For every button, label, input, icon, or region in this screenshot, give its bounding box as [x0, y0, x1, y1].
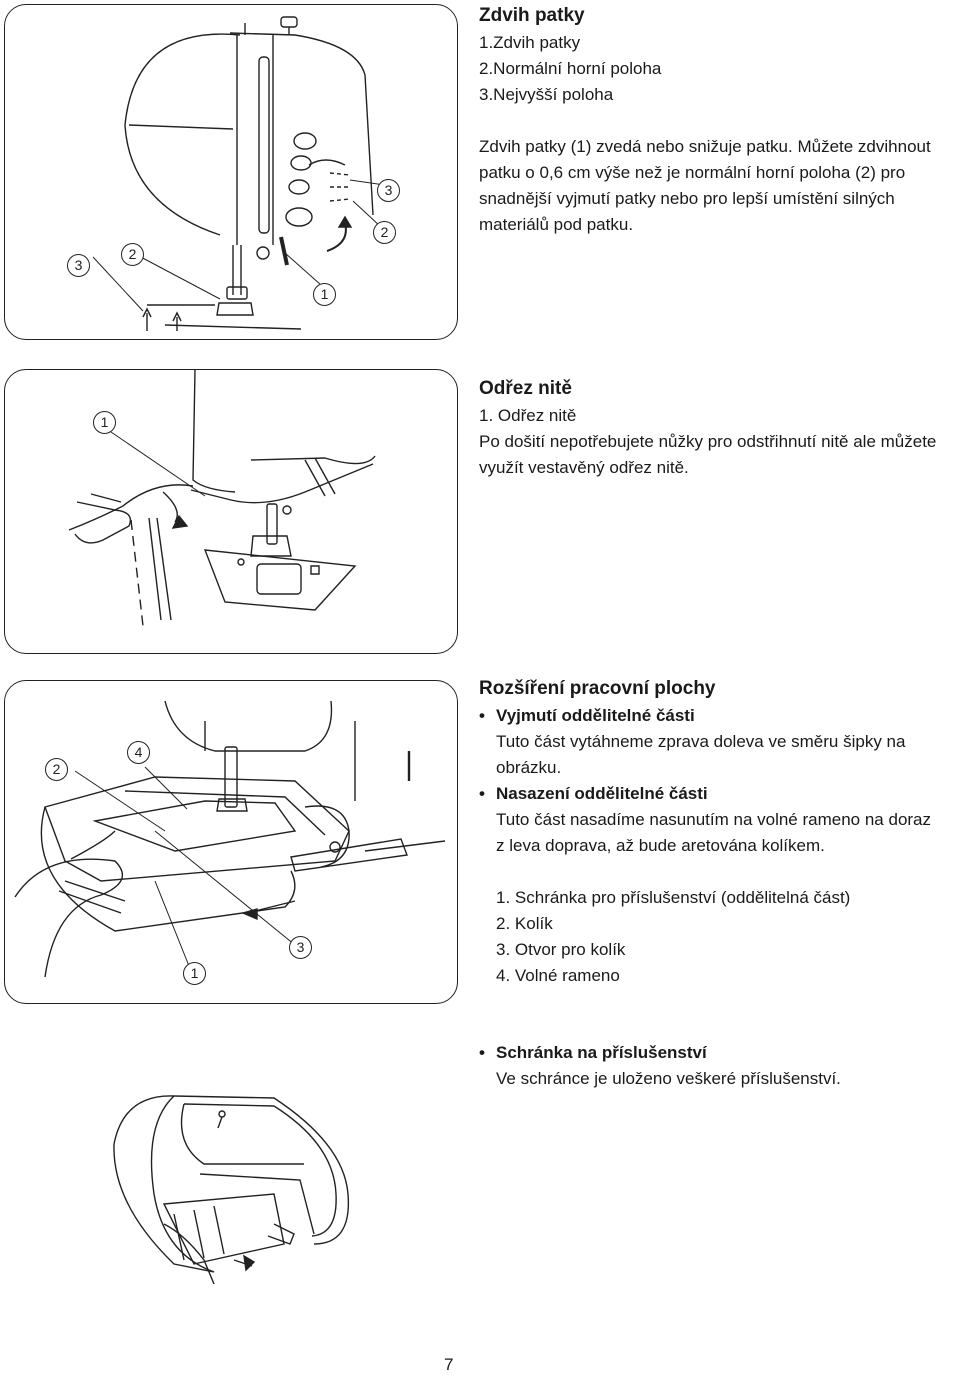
remove-subtitle: Vyjmutí oddělitelné části [479, 703, 931, 729]
callout-1: 1 [183, 962, 206, 985]
callout-2-left: 2 [121, 243, 144, 266]
figure-presser-foot-lifter: 3 2 1 3 2 [4, 4, 458, 340]
work-area-section: Rozšíření pracovní plochy Vyjmutí odděli… [479, 675, 931, 989]
attach-subtitle: Nasazení oddělitelné části [479, 781, 931, 807]
section-title: Odřez nitě [479, 378, 572, 399]
figure-work-area: 2 4 3 1 [4, 680, 458, 1004]
callout-2-right: 2 [373, 221, 396, 244]
paragraph-line: využít vestavěný odřez nitě. [479, 458, 689, 477]
callout-4: 4 [127, 741, 150, 764]
section-title: Rozšíření pracovní plochy [479, 678, 716, 699]
presser-foot-drawing [5, 5, 457, 339]
figure-thread-cutter: 1 [4, 369, 458, 654]
thread-cutter-drawing [5, 370, 457, 653]
paragraph-line: Tuto část vytáhneme zprava doleva ve smě… [496, 732, 906, 751]
work-area-drawing [5, 681, 457, 1003]
paragraph-line: materiálů pod patku. [479, 215, 634, 234]
callout-3: 3 [289, 936, 312, 959]
page-number: 7 [444, 1355, 454, 1374]
callout-1: 1 [313, 283, 336, 306]
paragraph-line: z leva doprava, až bude aretována kolíke… [496, 836, 825, 855]
paragraph-line: Tuto část nasadíme nasunutím na volné ra… [496, 810, 932, 829]
paragraph-line: Zdvih patky (1) zvedá nebo snižuje patku… [479, 137, 931, 156]
callout-3-left: 3 [67, 254, 90, 277]
accessory-box-section: Schránka na příslušenství Ve schránce je… [479, 1040, 841, 1092]
accessory-box-drawing [113, 1095, 350, 1284]
list-item: 1.Zdvih patky [479, 33, 581, 52]
paragraph-line: snadnější vyjmutí patky nebo pro lepší u… [479, 189, 895, 208]
paragraph-line: patku o 0,6 cm výše než je normální horn… [479, 163, 906, 182]
paragraph-line: Po došití nepotřebujete nůžky pro odstři… [479, 432, 937, 451]
callout-3-right: 3 [377, 179, 400, 202]
parts-list-item: 2. Kolík [496, 914, 553, 933]
parts-list-item: 3. Otvor pro kolík [496, 940, 626, 959]
accessory-box-text: Ve schránce je uloženo veškeré příslušen… [496, 1069, 841, 1088]
parts-list-item: 4. Volné rameno [496, 966, 620, 985]
section-title: Zdvih patky [479, 5, 585, 26]
list-item: 3.Nejvyšší poloha [479, 85, 614, 104]
callout-2: 2 [45, 758, 68, 781]
presser-foot-section: Zdvih patky 1.Zdvih patky 2.Normální hor… [479, 2, 931, 238]
callout-1: 1 [93, 411, 116, 434]
list-item: 2.Normální horní poloha [479, 59, 662, 78]
list-item: 1. Odřez nitě [479, 406, 577, 425]
paragraph-line: obrázku. [496, 758, 562, 777]
parts-list-item: 1. Schránka pro příslušenství (oddělitel… [496, 888, 851, 907]
accessory-box-title: Schránka na příslušenství [479, 1040, 841, 1066]
thread-cutter-section: Odřez nitě 1. Odřez nitě Po došití nepot… [479, 375, 936, 481]
